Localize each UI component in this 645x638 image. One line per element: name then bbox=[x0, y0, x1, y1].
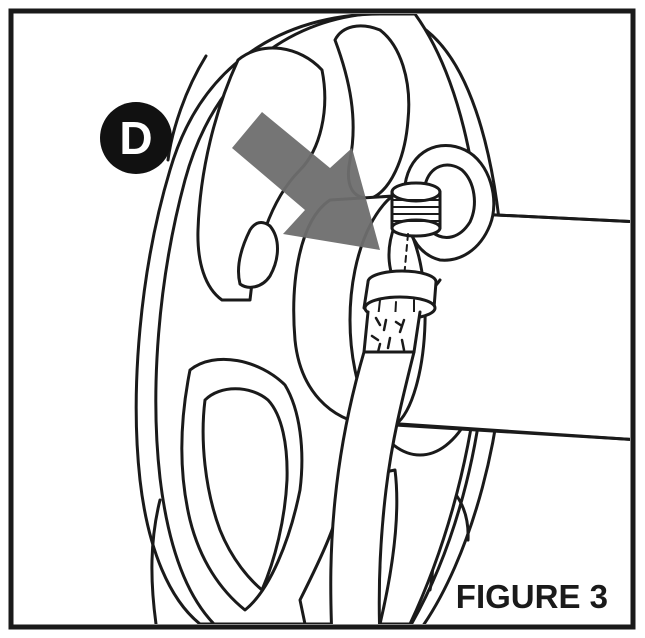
callout-badge: D bbox=[100, 102, 172, 174]
callout-letter: D bbox=[119, 112, 152, 164]
threaded-inlet bbox=[390, 181, 442, 238]
callout-badge-circle bbox=[100, 102, 172, 174]
garden-hose bbox=[329, 350, 416, 624]
figure-caption: FIGURE 3 bbox=[456, 578, 608, 615]
direction-arrow bbox=[232, 112, 380, 250]
